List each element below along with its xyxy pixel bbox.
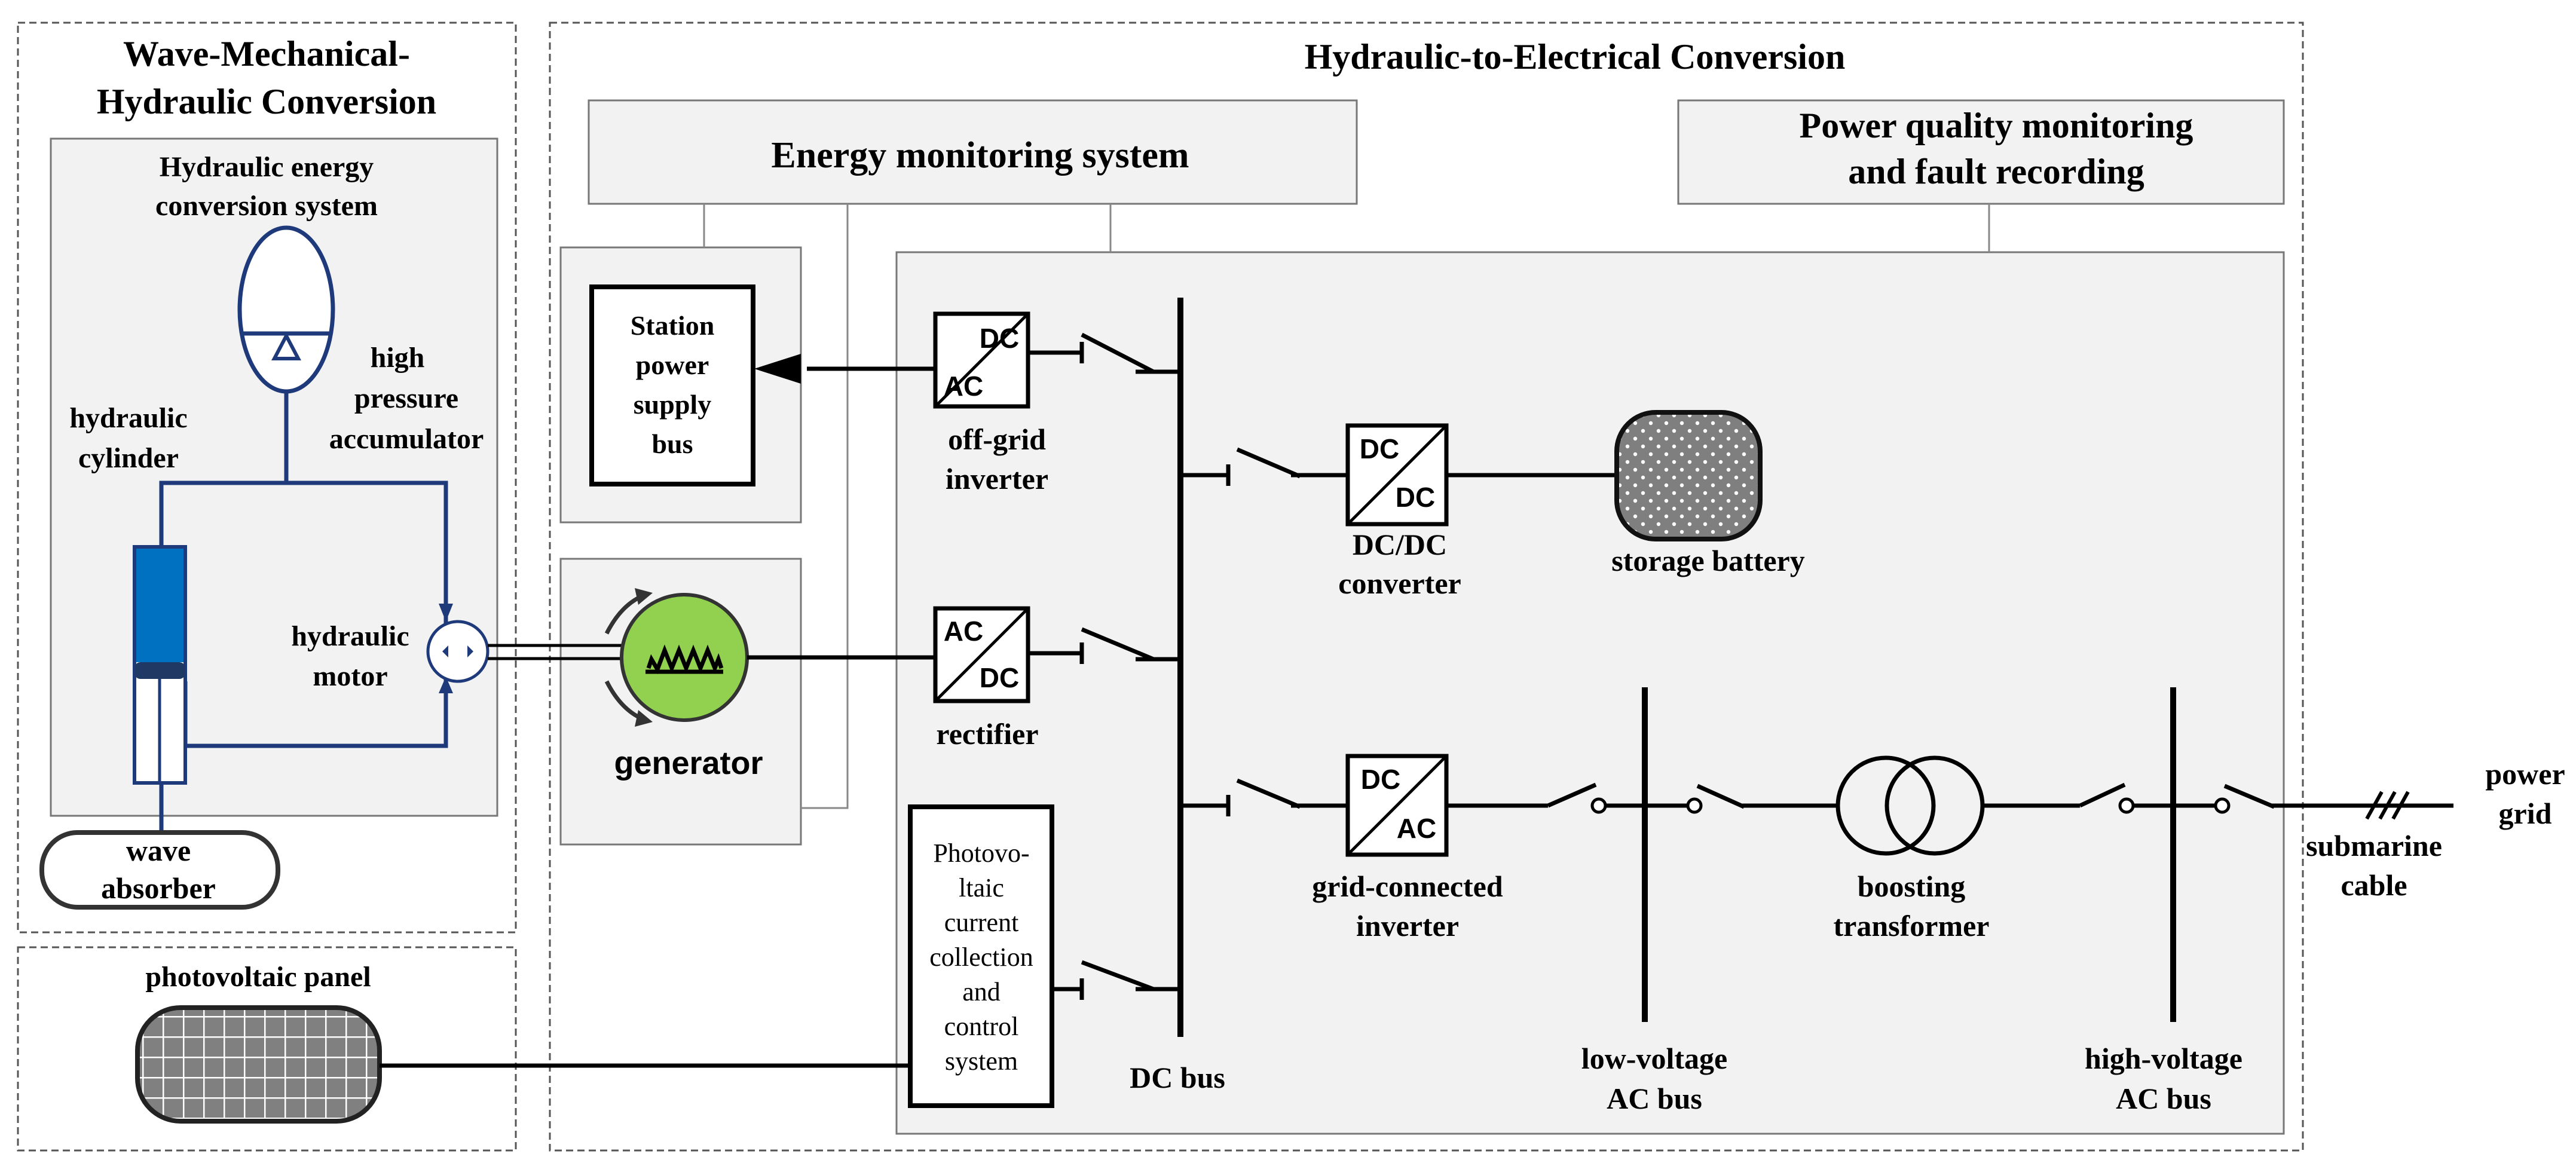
- hydraulic-system-label-2: conversion system: [155, 190, 378, 222]
- electrical-section-title: Hydraulic-to-Electrical Conversion: [1305, 37, 1846, 76]
- accumulator-label-2: pressure: [354, 382, 458, 414]
- storage-battery-label: storage battery: [1611, 544, 1805, 577]
- svg-text:current: current: [944, 908, 1019, 937]
- svg-text:ltaic: ltaic: [959, 873, 1004, 902]
- station-bus-label-2: power: [636, 350, 709, 380]
- offgrid-switch: [1081, 332, 1155, 374]
- hv-bus-label-2: AC bus: [2116, 1082, 2211, 1115]
- accumulator-label-3: accumulator: [329, 423, 484, 455]
- power-quality-box: [1677, 99, 2285, 205]
- transformer-label-2: transformer: [1834, 909, 1990, 942]
- motor-label-1: hydraulic: [291, 620, 409, 652]
- lv-bus-label-2: AC bus: [1607, 1082, 1702, 1115]
- svg-text:AC: AC: [944, 371, 983, 402]
- svg-text:DC: DC: [980, 662, 1019, 693]
- cylinder-label-1: hydraulic: [69, 402, 187, 434]
- cable-label-1: submarine: [2306, 829, 2442, 862]
- hydraulic-lines: [159, 391, 448, 837]
- pvctrl-switch: [1081, 960, 1155, 991]
- svg-text:and: and: [962, 977, 1001, 1006]
- svg-text:system: system: [945, 1046, 1018, 1076]
- motor-label-2: motor: [313, 660, 387, 692]
- pv-panel-icon: [135, 1005, 382, 1124]
- pv-section-frame: [17, 946, 517, 1152]
- svg-text:AC: AC: [1397, 813, 1436, 844]
- lv-switch-b: [1696, 784, 1745, 809]
- cylinder-label-2: cylinder: [78, 442, 179, 474]
- grid-label-1: power: [2485, 757, 2565, 791]
- station-bus-label-1: Station: [631, 310, 715, 341]
- offgrid-label-2: inverter: [946, 462, 1048, 495]
- hydraulic-motor-icon: [426, 620, 489, 683]
- offgrid-label-1: off-grid: [948, 423, 1046, 456]
- svg-text:DC: DC: [1360, 433, 1399, 464]
- monitoring-links: [703, 204, 1990, 809]
- hv-switch-b: [2223, 784, 2275, 809]
- wave-section-title-1: Wave-Mechanical-: [123, 34, 410, 74]
- dcdc-label-1: DC/DC: [1353, 528, 1447, 561]
- submarine-cable-marks: [2365, 791, 2410, 820]
- main-electrical-panel: [895, 251, 2285, 1135]
- wave-absorber-icon: [39, 830, 280, 910]
- hv-switch-a: [2079, 782, 2126, 808]
- power-quality-label-2: and fault recording: [1848, 152, 2144, 191]
- electrical-section-frame: [549, 22, 2304, 1152]
- grid-inverter-icon: DC AC: [1345, 754, 1449, 857]
- svg-text:Photovo-: Photovo-: [933, 839, 1029, 868]
- flow-arrow-top: [439, 604, 453, 622]
- lv-bus-label-1: low-voltage: [1581, 1042, 1727, 1075]
- svg-text:collection: collection: [929, 942, 1033, 972]
- wave-section-title-2: Hydraulic Conversion: [97, 82, 436, 121]
- drive-shaft: [488, 644, 622, 660]
- svg-text:DC: DC: [1396, 482, 1435, 513]
- gridinv-switch: [1236, 778, 1301, 809]
- accumulator-label-1: high: [371, 342, 425, 374]
- rectifier-icon: AC DC: [933, 606, 1030, 703]
- rectifier-label: rectifier: [936, 717, 1038, 751]
- energy-monitoring-label: Energy monitoring system: [771, 135, 1189, 176]
- gridinv-label-2: inverter: [1356, 909, 1459, 942]
- hydraulic-cylinder-icon: [133, 545, 187, 785]
- dcdc-label-2: converter: [1338, 567, 1461, 600]
- transformer-label-1: boosting: [1858, 870, 1966, 903]
- offgrid-inverter-icon: DC AC: [933, 311, 1030, 409]
- svg-text:DC: DC: [1361, 764, 1400, 795]
- rectifier-switch: [1081, 627, 1155, 662]
- station-bus-label-4: bus: [651, 429, 693, 459]
- hv-bus-label-1: high-voltage: [2085, 1042, 2242, 1075]
- pv-control-system: [908, 804, 1054, 1108]
- power-quality-label-1: Power quality monitoring: [1800, 106, 2193, 145]
- svg-text:AC: AC: [944, 616, 983, 647]
- station-arrow-head: [754, 354, 801, 384]
- dcdc-switch: [1236, 447, 1301, 479]
- hydraulic-system-label-1: Hydraulic energy: [160, 151, 374, 183]
- wave-absorber-label-1: wave: [126, 834, 191, 867]
- wave-absorber-label-2: absorber: [101, 871, 216, 905]
- accumulator-icon: [237, 225, 335, 394]
- cable-label-2: cable: [2341, 868, 2407, 902]
- breaker-contacts: [1590, 797, 2231, 814]
- svg-text:control: control: [944, 1012, 1019, 1041]
- energy-monitoring-box: [588, 99, 1358, 205]
- pv-panel-label: photovoltaic panel: [145, 961, 371, 993]
- flow-arrow-bottom: [439, 677, 453, 693]
- svg-text:DC: DC: [980, 323, 1019, 354]
- pv-control-label: Photovo- ltaic current collection and co…: [929, 839, 1033, 1076]
- dc-bus-label: DC bus: [1130, 1061, 1225, 1094]
- boosting-transformer-icon: [1835, 755, 1985, 856]
- grid-label-2: grid: [2499, 797, 2552, 830]
- dcdc-converter-icon: DC DC: [1345, 423, 1449, 527]
- storage-battery-icon: [1614, 410, 1763, 541]
- lv-switch-a: [1547, 782, 1597, 808]
- station-bus-label-3: supply: [634, 389, 711, 420]
- station-power-bus: [589, 284, 755, 486]
- generator-label: generator: [614, 745, 763, 781]
- gridinv-label-1: grid-connected: [1312, 870, 1503, 903]
